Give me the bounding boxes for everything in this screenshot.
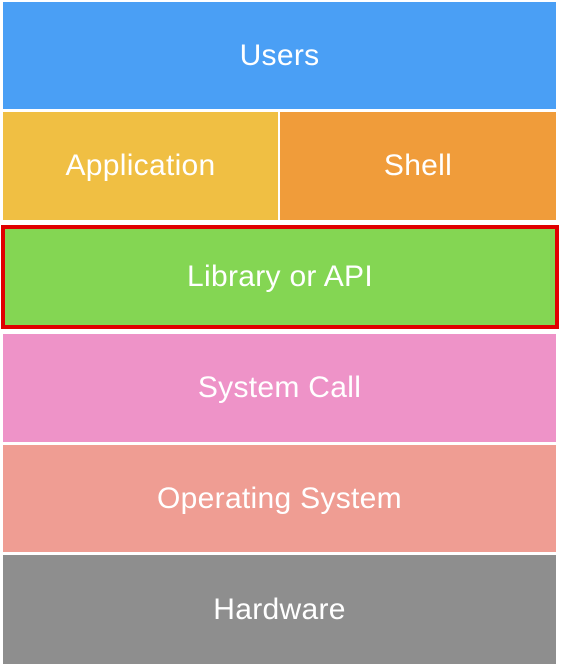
- operating-system-layer: Operating System: [3, 445, 556, 552]
- hardware-label: Hardware: [213, 592, 346, 626]
- system-call-layer: System Call: [3, 334, 556, 442]
- users-label: Users: [239, 38, 320, 72]
- users-layer: Users: [3, 2, 556, 109]
- application-layer: Application: [3, 112, 278, 220]
- hardware-layer: Hardware: [3, 555, 556, 664]
- library-api-label: Library or API: [187, 260, 373, 293]
- shell-layer: Shell: [280, 112, 556, 220]
- system-call-label: System Call: [197, 371, 362, 404]
- application-label: Application: [65, 149, 216, 182]
- library-api-layer: Library or API: [3, 227, 557, 327]
- shell-label: Shell: [383, 149, 453, 182]
- operating-system-label: Operating System: [157, 481, 402, 515]
